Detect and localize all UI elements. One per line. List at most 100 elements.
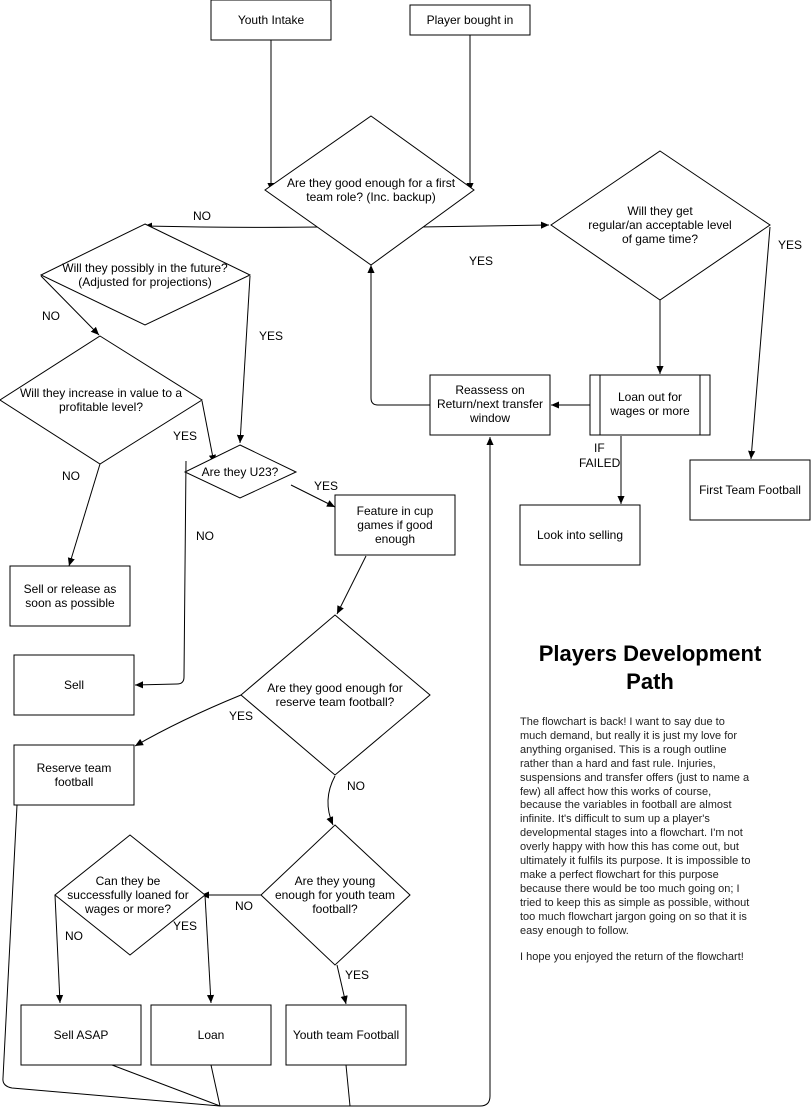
node-label: Will they possibly in the future? — [62, 261, 228, 275]
edge-label-no: NO — [62, 469, 80, 483]
title-line: Players Development — [538, 641, 762, 666]
description-paragraph: The flowchart is back! I want to say due… — [520, 716, 780, 939]
info-panel: Players Development Path The flowchart i… — [520, 640, 780, 976]
edge-loanq-no — [54, 894, 64, 1004]
edge-label-yes: YES — [229, 709, 253, 723]
edge-sellasap-join — [111, 1064, 221, 1107]
edge-future-yes — [236, 275, 251, 444]
node-label: of game time? — [622, 232, 698, 246]
node-label: Sell or release as — [24, 582, 117, 596]
text-line: infinite. It's difficult to sum up a pla… — [520, 813, 710, 826]
edge-value-no — [67, 463, 101, 567]
node-label: Will they increase in value to a — [20, 386, 182, 400]
decision-reserve-team: Are they good enough for reserve team fo… — [240, 614, 431, 776]
decision-game-time: Will they get regular/an acceptable leve… — [550, 150, 771, 301]
text-line: I hope you enjoyed the return of the flo… — [520, 950, 744, 963]
edge-label-yes: YES — [778, 238, 802, 252]
node-label: Youth team Football — [293, 1028, 399, 1042]
node-reassess: Reassess on Return/next transfer window — [429, 374, 551, 436]
edge-label-if: IF — [594, 441, 605, 455]
node-label: Reassess on — [455, 383, 524, 397]
node-label: reserve team football? — [276, 695, 395, 709]
edge-first-team-no — [143, 222, 321, 230]
node-label: wages or more — [609, 404, 690, 418]
node-label: Loan out for — [618, 390, 682, 404]
node-label: wages or more? — [84, 902, 171, 916]
title-line: Path — [626, 669, 674, 694]
text-line: suspensions and transfer offers (just to… — [520, 771, 750, 784]
edge-loanq-yes — [204, 894, 215, 1004]
node-label: First Team Football — [699, 483, 801, 497]
text-line: easy enough to follow. — [520, 924, 629, 937]
node-label: games if good — [357, 518, 432, 532]
node-label: Reserve team — [37, 761, 112, 775]
node-reserve-team-football: Reserve team football — [13, 744, 135, 806]
node-label: regular/an acceptable level — [588, 218, 731, 232]
edge-value-yes — [201, 400, 216, 464]
edge-first-team-yes — [419, 221, 550, 229]
node-label: Feature in cup — [357, 504, 434, 518]
node-cup-games: Feature in cup games if good enough — [334, 494, 456, 556]
edge-youth-join — [345, 1064, 351, 1107]
node-loan: Loan — [150, 1004, 272, 1066]
edge-loan-join — [210, 1064, 221, 1107]
node-label: profitable level? — [59, 400, 143, 414]
text-line: make a perfect flowchart for this purpos… — [520, 868, 719, 881]
decision-increase-value: Will they increase in value to a profita… — [0, 335, 203, 465]
edge-gametime-yes — [748, 226, 771, 460]
edge-label-no: NO — [235, 899, 253, 913]
edge-label-no: NO — [193, 209, 211, 223]
node-label: Loan — [198, 1028, 225, 1042]
decision-loan: Can they be successfully loaned for wage… — [54, 834, 206, 956]
node-label: Are they U23? — [202, 465, 279, 479]
edge-label-no: NO — [347, 779, 365, 793]
text-line: The flowchart is back! I want to say due… — [520, 716, 725, 728]
node-label: Are they good enough for a first — [287, 176, 456, 190]
decision-first-team-role: Are they good enough for a first team ro… — [264, 115, 475, 266]
node-label: window — [469, 411, 510, 425]
node-label: enough for youth team — [275, 888, 395, 902]
text-line: ultimately it fulfils its purpose. It is… — [520, 855, 751, 868]
node-label: team role? (Inc. backup) — [306, 190, 435, 204]
node-youth-intake: Youth Intake — [210, 0, 332, 41]
node-label: Player bought in — [427, 13, 514, 27]
edge-reserve-yes — [134, 694, 242, 747]
node-label: Are they young — [295, 874, 376, 888]
node-sell-or-release: Sell or release as soon as possible — [9, 565, 131, 627]
text-line: anything organised. This is a rough outl… — [520, 743, 727, 756]
edge-label-failed: FAILED — [579, 456, 621, 470]
text-line: few) all affect how this works of course… — [520, 785, 712, 798]
node-label: Return/next transfer — [437, 397, 543, 411]
decision-u23: Are they U23? — [183, 444, 298, 499]
edge-label-yes: YES — [259, 329, 283, 343]
node-label: Will they get — [627, 204, 693, 218]
node-label: successfully loaned for — [67, 888, 188, 902]
edges — [2, 35, 771, 1107]
node-label: football — [55, 775, 94, 789]
text-line: much demand, but really it is just my lo… — [520, 729, 738, 742]
node-label: Sell ASAP — [54, 1028, 109, 1042]
node-label: (Adjusted for projections) — [78, 275, 211, 289]
node-label: enough — [375, 532, 415, 546]
text-line: because there would be too much going on… — [520, 882, 740, 895]
node-label: Are they good enough for — [267, 681, 402, 695]
node-first-team-football: First Team Football — [689, 459, 811, 521]
edge-cup-to-reserve-q — [336, 555, 367, 615]
process-loan-out: Loan out for wages or more — [589, 374, 711, 436]
node-sell: Sell — [13, 654, 135, 716]
edge-youth-yes — [336, 964, 348, 1005]
node-youth-team-football: Youth team Football — [285, 1004, 407, 1066]
node-label: Can they be — [96, 874, 161, 888]
edge-u23-no — [134, 460, 187, 689]
text-line: tried to keep this as simple as possible… — [520, 896, 750, 909]
decision-youth-team: Are they young enough for youth team foo… — [260, 824, 411, 966]
edge-label-no: NO — [65, 929, 83, 943]
edge-label-yes: YES — [469, 254, 493, 268]
text-line: because the variables in football are al… — [520, 799, 732, 812]
edge-label-yes: YES — [314, 479, 338, 493]
edge-u23-yes — [290, 484, 336, 508]
node-label: Youth Intake — [238, 13, 305, 27]
edge-label-yes: YES — [173, 429, 197, 443]
edge-label-no: NO — [42, 309, 60, 323]
